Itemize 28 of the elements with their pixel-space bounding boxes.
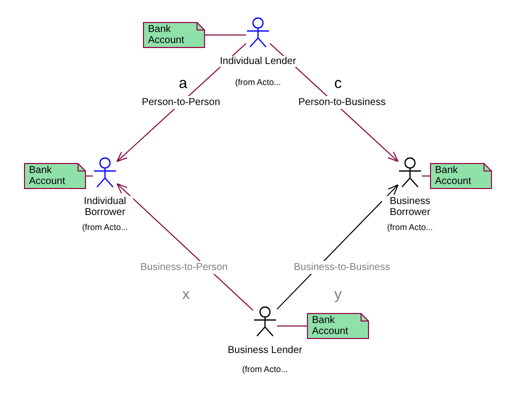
note-text: Bank Account <box>148 24 186 46</box>
role-letter: c <box>334 76 342 91</box>
note-box <box>430 163 492 189</box>
note-box <box>143 22 205 48</box>
role-letter: x <box>182 287 190 302</box>
role-letter: a <box>178 76 188 91</box>
association-arrow <box>270 43 398 162</box>
association-arrow <box>276 184 398 310</box>
edge-label: Business-to-Person <box>140 262 228 273</box>
association-arrow <box>116 42 246 162</box>
edge-label: Person-to-Person <box>142 97 220 108</box>
package-note: (from Acto... <box>242 364 288 374</box>
package-note: (from Acto... <box>82 222 128 232</box>
note-box <box>24 163 86 189</box>
edge-label: Business-to-Business <box>294 262 390 273</box>
role-letter: y <box>334 287 342 302</box>
note-text: Bank Account <box>435 165 472 187</box>
actor-node <box>226 306 304 356</box>
package-note: (from Acto... <box>387 222 433 232</box>
edge-label: Person-to-Business <box>298 97 386 108</box>
actor-name: Individual Lender <box>220 56 296 67</box>
association-arrow <box>116 183 254 311</box>
note-text: Bank Account <box>312 315 350 337</box>
note-connector <box>204 34 246 36</box>
actor-name: Business Lender <box>228 345 302 356</box>
note-text: Bank Account <box>29 165 66 187</box>
note-box <box>307 313 369 339</box>
package-note: (from Acto... <box>235 77 281 87</box>
